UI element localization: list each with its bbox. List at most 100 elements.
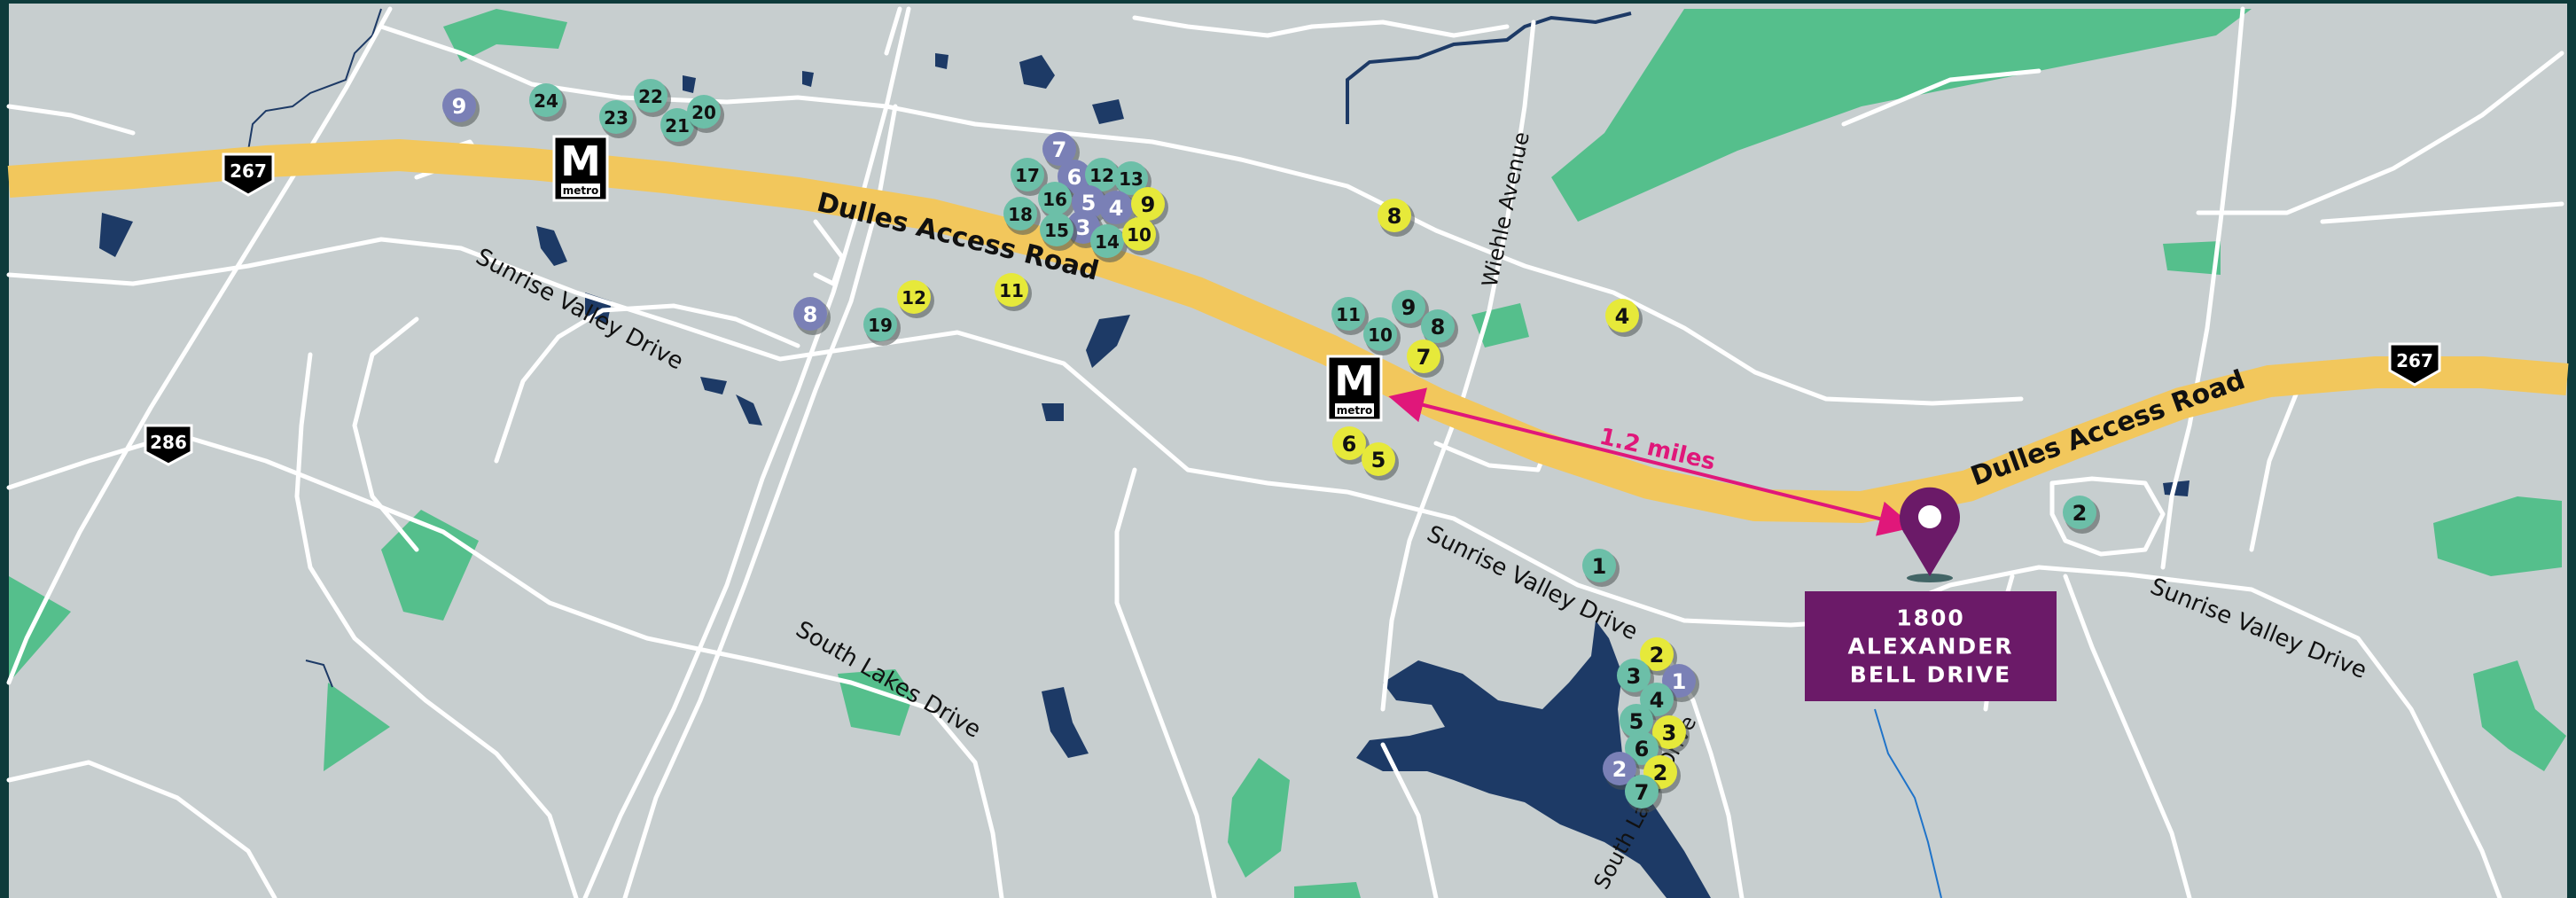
metro-station-wiehle: M metro <box>1326 355 1383 422</box>
water-bodies <box>99 53 2190 898</box>
poi-marker-circle <box>793 297 827 331</box>
poi-marker-circle <box>634 79 667 113</box>
stream-north <box>1346 12 1632 124</box>
poi-marker-circle <box>1363 317 1397 351</box>
poi-marker-number: 6 <box>1067 165 1082 190</box>
pond-2 <box>1092 99 1124 124</box>
pond-15 <box>1680 878 1706 898</box>
pin-hole <box>1918 505 1941 528</box>
poi-marker-number: 5 <box>1371 448 1386 472</box>
destination-line1: 1800 <box>1896 605 1965 631</box>
poi-marker-circle <box>1582 549 1616 582</box>
road-ramp-mid <box>813 219 845 286</box>
poi-marker-yellow: 5 <box>1362 442 1399 480</box>
poi-marker-teal: 18 <box>1003 197 1041 235</box>
poi-marker-circle <box>1625 775 1659 808</box>
park-bottom-strip <box>1294 882 1361 898</box>
pond-6 <box>536 226 567 266</box>
poi-marker-circle <box>1640 683 1674 716</box>
poi-marker-yellow: 12 <box>897 280 934 318</box>
poi-marker-circle <box>1038 182 1072 215</box>
poi-marker-yellow: 11 <box>995 273 1032 311</box>
destination-line2: ALEXANDER <box>1848 634 2014 660</box>
poi-marker-teal: 10 <box>1363 317 1401 355</box>
road-east-h <box>2320 201 2564 224</box>
poi-marker-circle <box>1378 199 1411 232</box>
poi-marker-teal: 7 <box>1625 775 1662 813</box>
road-north-curve <box>1132 15 1510 38</box>
road-west-loop <box>294 352 579 898</box>
poi-marker-number: 3 <box>1627 664 1642 689</box>
streams <box>247 8 1632 688</box>
poi-marker-number: 20 <box>691 102 716 123</box>
poi-marker-number: 17 <box>1015 165 1040 186</box>
poi-marker-circle <box>1362 442 1395 476</box>
poi-marker-circle <box>1652 715 1686 749</box>
poi-marker-number: 5 <box>1629 709 1644 734</box>
poi-marker-yellow: 7 <box>1407 340 1444 378</box>
road-campus-loop <box>494 303 800 464</box>
metro-word: metro <box>563 184 599 197</box>
park-top-left <box>443 9 567 62</box>
poi-marker-number: 7 <box>1635 780 1650 805</box>
poi-marker-teal: 19 <box>863 308 901 346</box>
road-loop-2 <box>352 316 419 552</box>
shield-267-west: 267 <box>222 152 275 197</box>
park-far-right <box>2433 496 2562 576</box>
poi-marker-circle <box>1625 731 1659 765</box>
poi-marker-yellow: 3 <box>1652 715 1690 754</box>
destination-line3: BELL DRIVE <box>1850 662 2011 688</box>
stream-northwest <box>247 8 382 152</box>
poi-marker-number: 3 <box>1076 215 1091 240</box>
metro-word-box <box>561 184 600 197</box>
road-west-bottom <box>6 760 277 898</box>
metro-word: metro <box>1337 404 1373 417</box>
poi-marker-teal: 20 <box>687 95 724 133</box>
poi-marker-circle <box>1122 217 1156 251</box>
poi-marker-number: 9 <box>452 94 467 119</box>
poi-marker-number: 23 <box>604 107 628 129</box>
poi-marker-yellow: 10 <box>1122 217 1159 255</box>
stream-south <box>1874 708 1942 898</box>
parks <box>9 9 2566 898</box>
pond-9 <box>700 377 727 394</box>
poi-marker-purple: 9 <box>442 89 480 127</box>
pond-5 <box>1042 687 1089 758</box>
poi-marker-number: 3 <box>1662 721 1677 746</box>
poi-marker-number: 14 <box>1095 231 1120 253</box>
shield-shape <box>2388 342 2441 387</box>
poi-marker-teal: 9 <box>1392 290 1429 328</box>
pond-14 <box>2163 480 2190 496</box>
poi-marker-teal: 1 <box>1582 549 1620 587</box>
poi-marker-purple: 8 <box>793 297 831 335</box>
pond-7 <box>99 213 133 257</box>
poi-marker-circle <box>1392 290 1425 324</box>
pond-1 <box>1019 55 1055 89</box>
park-far-right-lower <box>2473 660 2566 771</box>
destination-pin <box>1900 487 1960 582</box>
poi-marker-number: 2 <box>1650 643 1665 668</box>
park-bottom-mid <box>1228 758 1290 878</box>
pond-13 <box>683 75 696 93</box>
poi-marker-number: 9 <box>1401 295 1417 320</box>
poi-marker-number: 11 <box>999 280 1024 301</box>
road-north-stub <box>1841 68 2041 127</box>
poi-marker-purple: 4 <box>1099 191 1136 229</box>
park-triangle <box>324 683 390 771</box>
shield-number: 267 <box>230 160 267 182</box>
metro-station-west: M metro <box>552 135 609 202</box>
poi-marker-circle <box>1011 158 1044 191</box>
poi-marker-number: 4 <box>1109 196 1124 221</box>
pond-11 <box>935 53 948 69</box>
pond-10 <box>736 394 762 426</box>
poi-marker-number: 2 <box>1653 761 1668 785</box>
road-loop-east <box>2049 476 2166 557</box>
poi-marker-number: 4 <box>1615 304 1630 329</box>
poi-marker-circle <box>1099 191 1133 224</box>
poi-marker-circle <box>1617 659 1651 692</box>
poi-marker-number: 2 <box>2073 501 2088 526</box>
shield-number: 267 <box>2396 350 2433 371</box>
poi-marker-circle <box>1003 197 1037 230</box>
poi-marker-circle <box>529 83 563 117</box>
